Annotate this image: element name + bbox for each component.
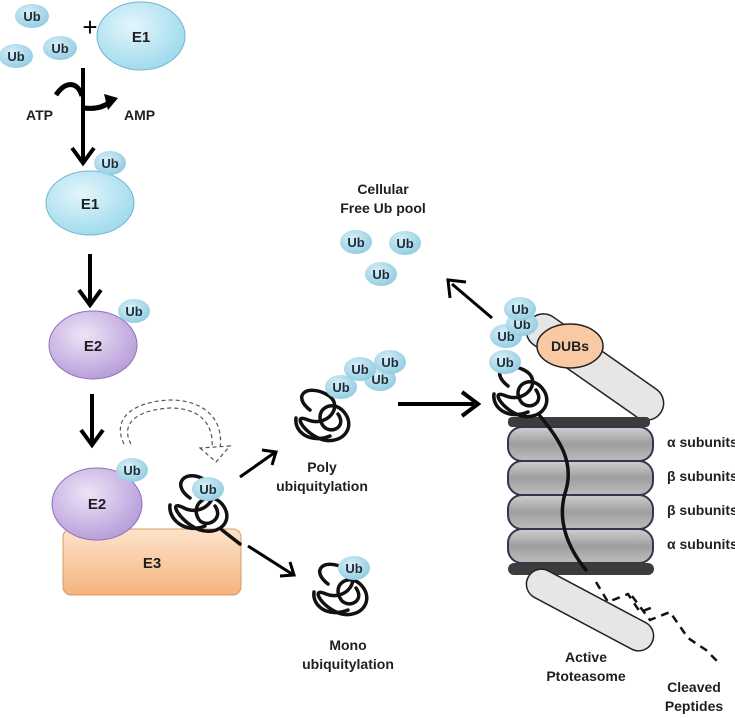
amp-arrowhead	[104, 94, 118, 110]
svg-text:Ub: Ub	[101, 156, 118, 171]
subunit-label: β subunits	[667, 468, 735, 484]
svg-text:Ub: Ub	[351, 362, 368, 377]
svg-text:Ub: Ub	[51, 41, 68, 56]
activation-arrowhead	[70, 146, 96, 167]
proteasome-bottom-cap	[525, 568, 655, 652]
ub-molecule: Ub	[192, 477, 224, 501]
svg-text:Ub: Ub	[345, 561, 362, 576]
mono-label-line1: Mono	[329, 637, 366, 653]
svg-text:Ub: Ub	[372, 267, 389, 282]
ub-molecule: Ub	[338, 556, 370, 580]
svg-text:Ub: Ub	[23, 9, 40, 24]
e2-ub-complex: E2 Ub	[48, 299, 150, 380]
poly-label-line2: ubiquitylation	[276, 478, 368, 494]
free-pool-label-line1: Cellular	[357, 181, 409, 197]
subunit-label: β subunits	[667, 502, 735, 518]
cleaved-label-line1: Cleaved	[667, 679, 721, 695]
amp-curve-arrow	[83, 99, 112, 111]
poly-label-line1: Poly	[307, 459, 337, 475]
to-poly-arrow	[239, 451, 275, 479]
svg-text:Ub: Ub	[125, 304, 142, 319]
proteasome-core	[507, 417, 654, 575]
ub-transfer-dashed-arrow	[119, 399, 232, 463]
atp-label: ATP	[26, 107, 53, 123]
subunit-label: α subunits	[667, 536, 735, 552]
free-ub-pool: Ub Ub Ub	[340, 230, 421, 286]
proteasome-ub-chain: Ub Ub Ub Ub	[489, 297, 538, 374]
proteasome-substrate	[492, 364, 588, 572]
svg-text:E2: E2	[88, 496, 106, 513]
svg-text:Ub: Ub	[7, 49, 24, 64]
subunit-label: α subunits	[667, 434, 735, 450]
ub-molecule: Ub	[0, 44, 33, 68]
free-pool-label-line2: Free Ub pool	[340, 200, 426, 216]
svg-text:Ub: Ub	[496, 355, 513, 370]
ub-molecule: Ub	[15, 4, 49, 28]
plus-sign: +	[82, 12, 97, 42]
svg-text:DUBs: DUBs	[551, 338, 589, 354]
atp-curve-arrow	[53, 82, 85, 97]
svg-text:Ub: Ub	[497, 329, 514, 344]
e1-enzyme: E1	[96, 1, 186, 71]
svg-text:Ub: Ub	[371, 372, 388, 387]
svg-text:E1: E1	[132, 29, 150, 46]
svg-text:E3: E3	[143, 555, 161, 572]
svg-text:Ub: Ub	[347, 235, 364, 250]
poly-ub-chain: Ub Ub Ub Ub	[325, 350, 406, 399]
e3-ligase: E3	[62, 528, 242, 596]
svg-text:E1: E1	[81, 196, 99, 213]
amp-label: AMP	[124, 107, 155, 123]
ub-molecule: Ub	[43, 36, 77, 60]
to-mono-arrow	[247, 544, 293, 576]
svg-text:Ub: Ub	[199, 482, 216, 497]
svg-text:Ub: Ub	[396, 236, 413, 251]
poly-substrate	[294, 388, 351, 443]
mono-label-line2: ubiquitylation	[302, 656, 394, 672]
svg-text:E2: E2	[84, 338, 102, 355]
svg-text:Ub: Ub	[511, 302, 528, 317]
cleaved-label-line2: Peptides	[665, 698, 724, 714]
proteasome-label-line2: Ptoteasome	[546, 668, 626, 684]
proteasome-label-line1: Active	[565, 649, 607, 665]
dubs-enzyme: DUBs	[536, 323, 604, 369]
svg-text:Ub: Ub	[381, 355, 398, 370]
svg-text:Ub: Ub	[332, 380, 349, 395]
e2-on-e3: E2 Ub	[51, 458, 148, 541]
recycle-arrow	[451, 282, 493, 320]
e1-ub-complex: E1 Ub	[45, 151, 135, 236]
svg-text:Ub: Ub	[123, 463, 140, 478]
cleaved-peptides	[594, 581, 721, 665]
